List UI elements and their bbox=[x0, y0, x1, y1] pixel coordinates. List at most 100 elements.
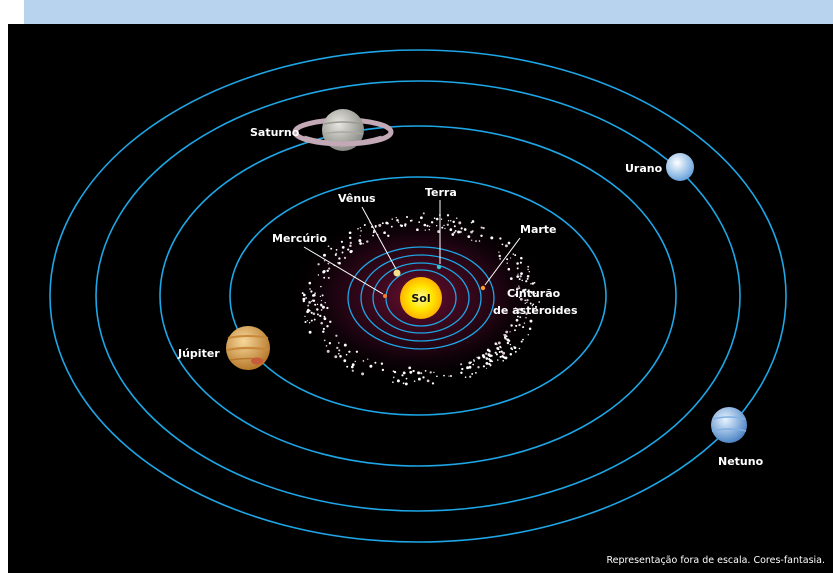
asteroid-dot bbox=[420, 372, 423, 375]
asteroid-dot bbox=[390, 225, 393, 228]
mars bbox=[480, 285, 486, 291]
asteroid-dot bbox=[515, 318, 519, 322]
orbit-jupiter bbox=[229, 176, 607, 416]
asteroid-dot bbox=[429, 371, 432, 374]
asteroid-dot bbox=[330, 247, 333, 250]
asteroid-dot bbox=[310, 290, 313, 293]
asteroid-dot bbox=[509, 331, 511, 333]
asteroid-dot bbox=[328, 267, 331, 270]
asteroid-dot bbox=[344, 360, 346, 362]
asteroid-dot bbox=[335, 334, 338, 337]
asteroid-dot bbox=[307, 304, 310, 307]
asteroid-dot bbox=[520, 340, 523, 343]
asteroid-dot bbox=[409, 370, 413, 374]
asteroid-dot bbox=[511, 348, 514, 351]
asteroid-dot bbox=[338, 261, 341, 265]
asteroid-dot bbox=[518, 296, 521, 299]
asteroid-dot bbox=[477, 366, 480, 369]
asteroid-dot bbox=[524, 299, 527, 302]
asteroid-dot bbox=[350, 365, 354, 369]
asteroid-dot bbox=[426, 379, 430, 383]
asteroid-dot bbox=[316, 303, 319, 306]
asteroid-dot bbox=[340, 240, 343, 243]
asteroid-dot bbox=[506, 258, 509, 261]
asteroid-dot bbox=[514, 350, 517, 353]
asteroid-dot bbox=[448, 375, 450, 377]
asteroid-dot bbox=[367, 358, 369, 360]
asteroid-dot bbox=[405, 215, 409, 219]
asteroid-dot bbox=[468, 361, 471, 364]
asteroid-dot bbox=[480, 234, 483, 238]
asteroid-dot bbox=[314, 303, 317, 306]
asteroid-dot bbox=[528, 271, 530, 273]
asteroid-dot bbox=[338, 257, 341, 260]
asteroid-dot bbox=[508, 339, 511, 342]
asteroid-dot bbox=[349, 241, 352, 245]
asteroid-dot bbox=[534, 305, 538, 308]
asteroid-dot bbox=[470, 361, 473, 364]
asteroid-dot bbox=[301, 292, 304, 295]
asteroid-belt bbox=[301, 212, 541, 386]
inner-orbits bbox=[347, 246, 495, 350]
asteroid-dot bbox=[305, 297, 307, 299]
asteroid-dot bbox=[338, 342, 340, 344]
asteroid-dot bbox=[497, 348, 500, 351]
asteroid-dot bbox=[485, 362, 489, 365]
asteroid-dot bbox=[441, 226, 444, 229]
asteroid-dot bbox=[326, 306, 329, 310]
asteroid-dot bbox=[430, 221, 434, 224]
asteroid-dot bbox=[486, 348, 490, 352]
asteroid-dot bbox=[334, 355, 338, 359]
label-jupiter: Júpiter bbox=[177, 347, 220, 360]
asteroid-dot bbox=[314, 292, 316, 294]
asteroid-dot bbox=[457, 230, 461, 234]
asteroid-dot bbox=[357, 228, 359, 230]
pointer-lines bbox=[303, 200, 521, 295]
asteroid-dot bbox=[507, 267, 511, 271]
asteroid-dot bbox=[532, 293, 535, 296]
asteroid-dot bbox=[323, 315, 326, 318]
asteroid-dot bbox=[372, 234, 374, 237]
asteroid-dot bbox=[520, 272, 523, 275]
asteroid-dot bbox=[309, 288, 311, 290]
asteroid-dot bbox=[453, 231, 456, 234]
asteroid-dot bbox=[474, 371, 477, 374]
orbit-saturn bbox=[159, 125, 677, 467]
asteroid-dot bbox=[436, 375, 438, 378]
saturn bbox=[292, 109, 394, 151]
asteroid-dot bbox=[516, 315, 519, 318]
asteroid-dot bbox=[538, 301, 541, 303]
asteroid-dot bbox=[514, 293, 517, 296]
asteroid-dot bbox=[416, 228, 419, 232]
asteroid-dot bbox=[423, 223, 427, 227]
asteroid-dot bbox=[360, 230, 362, 232]
asteroid-dot bbox=[308, 321, 311, 324]
asteroid-dot bbox=[348, 231, 352, 235]
asteroid-dot bbox=[464, 376, 467, 378]
asteroid-dot bbox=[482, 365, 485, 368]
asteroid-dot bbox=[494, 351, 497, 354]
orbit-uranus bbox=[95, 80, 741, 512]
asteroid-dot bbox=[510, 324, 513, 327]
asteroid-dot bbox=[534, 292, 537, 295]
asteroid-dot bbox=[355, 350, 359, 353]
asteroid-dot bbox=[497, 359, 499, 361]
asteroid-dot bbox=[348, 236, 352, 240]
asteroid-dot bbox=[526, 301, 528, 304]
asteroid-dot bbox=[308, 281, 312, 285]
label-uranus: Urano bbox=[625, 162, 663, 175]
asteroid-dot bbox=[519, 261, 522, 264]
asteroid-dot bbox=[499, 257, 502, 260]
asteroid-dot bbox=[499, 355, 502, 358]
asteroid-dot bbox=[323, 317, 327, 321]
asteroid-dot bbox=[527, 265, 530, 268]
asteroid-dot bbox=[345, 353, 348, 356]
asteroid-dot bbox=[475, 240, 477, 242]
asteroid-dot bbox=[523, 322, 526, 324]
asteroid-dot bbox=[516, 287, 519, 291]
asteroid-dot bbox=[359, 235, 361, 237]
pointer-mercury bbox=[303, 246, 384, 295]
asteroid-dot bbox=[326, 349, 330, 353]
asteroid-dot bbox=[499, 237, 502, 240]
asteroid-dot bbox=[519, 297, 523, 301]
